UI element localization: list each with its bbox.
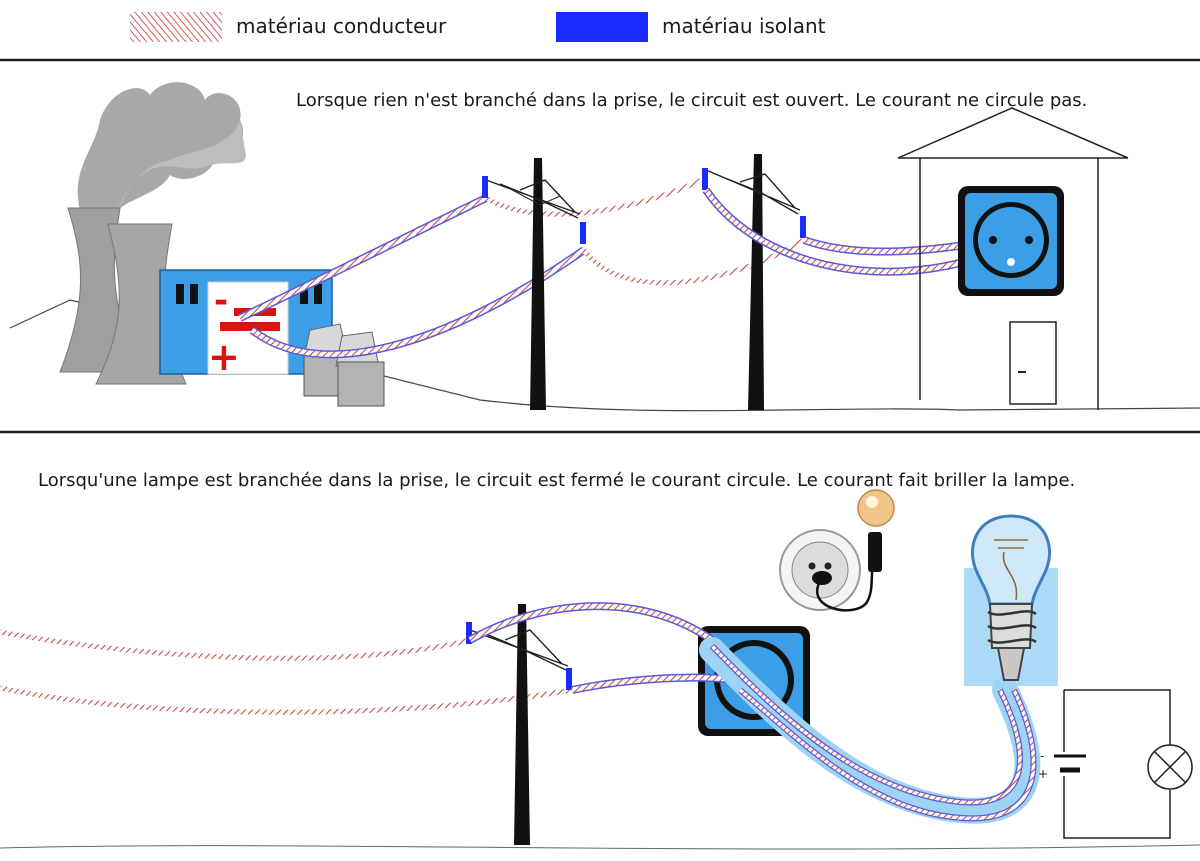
legend-insulator-swatch [556,12,648,42]
battery-plus-sign: + [1038,767,1048,781]
battery-icon: - + [1038,749,1086,781]
generator-minus-sign: - [214,281,228,321]
bottom-pole-cables [468,602,737,694]
battery-minus-sign: - [1040,749,1044,763]
bottom-ground-line [0,844,1200,850]
legend-conductor-swatch [130,12,222,42]
light-bulb-icon [964,514,1058,686]
circuit-schematic [1063,689,1171,839]
legend-insulator-label: matériau isolant [662,14,826,38]
house-icon [897,107,1129,410]
generator-terminal-bar [220,322,280,331]
generator-plus-sign: + [208,335,240,379]
transformer-icon [303,323,385,407]
lamp-symbol-icon [1147,744,1193,790]
utility-pole-icon [466,604,572,845]
wall-socket-icon [958,186,1064,296]
smoke-icon [77,82,246,230]
house-door [1009,321,1057,405]
legend-conductor-label: matériau conducteur [236,14,447,38]
top-bare-wires [484,175,806,286]
plug-lamp-icon [779,489,895,612]
utility-pole-icon [482,158,586,410]
top-panel-caption: Lorsque rien n'est branché dans la prise… [296,90,1087,111]
bottom-bare-wires [0,629,573,715]
utility-pole-icon [702,154,806,410]
lamp-cord [699,637,1041,824]
bottom-panel-caption: Lorsqu'une lampe est branchée dans la pr… [38,470,1075,491]
